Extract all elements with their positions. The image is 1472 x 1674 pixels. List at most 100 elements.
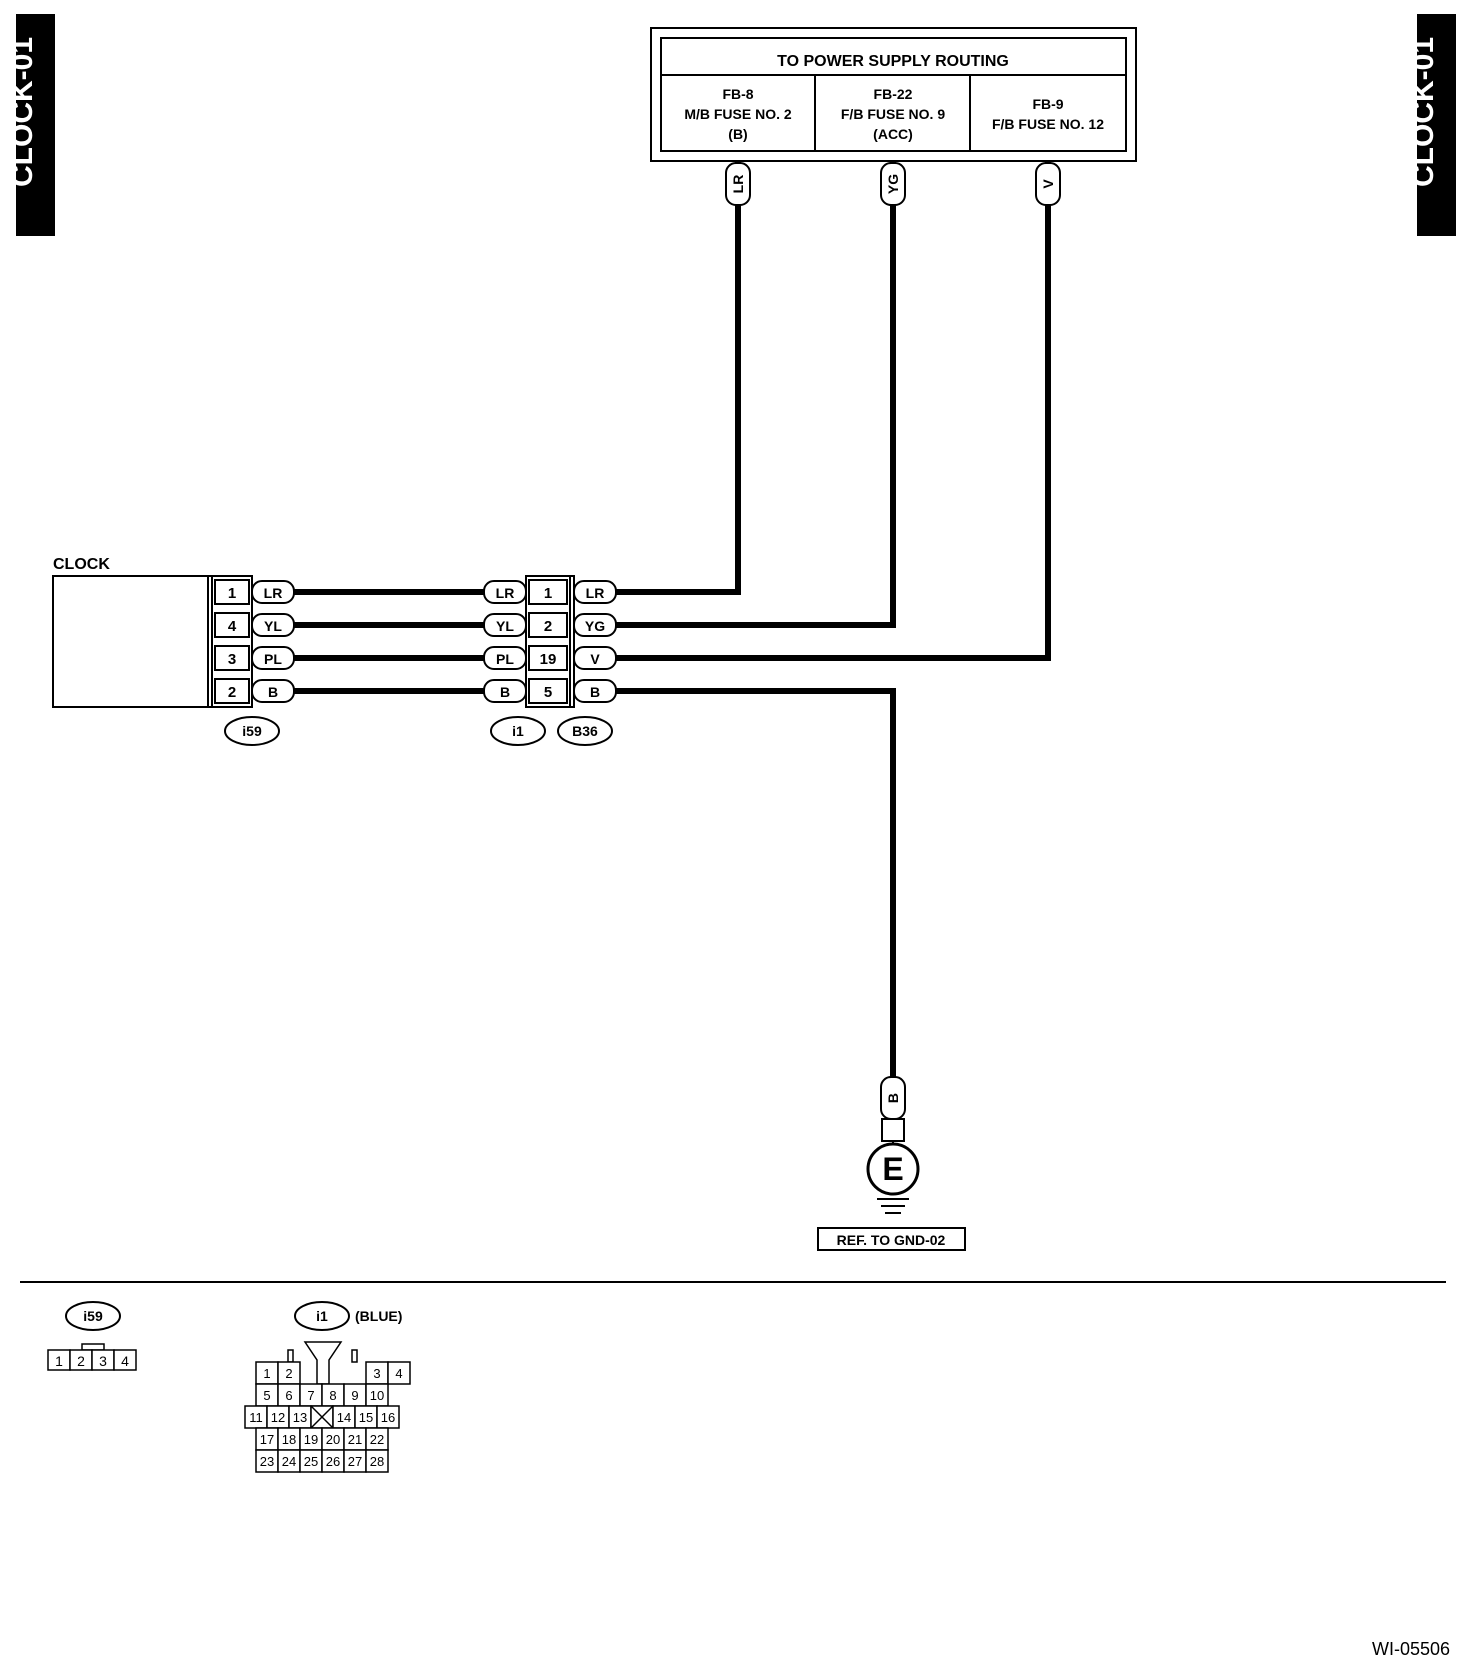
junction-right-tag: B xyxy=(590,684,600,700)
ground-symbol: B E REF. TO GND-02 xyxy=(817,1076,966,1251)
power-wire-tags: LR YG V xyxy=(725,162,1061,206)
power-wires xyxy=(600,161,1051,1085)
fuse-cell-2-line-1: FB-22 xyxy=(874,86,913,102)
ground-symbol-letter: E xyxy=(882,1151,903,1187)
fuse-cell-1-line-3: (B) xyxy=(728,126,747,142)
ground-ref-box xyxy=(817,1227,966,1251)
legend-i1-pin: 19 xyxy=(304,1432,318,1447)
legend-i1-pin: 1 xyxy=(263,1366,270,1381)
connector-i1-badge xyxy=(490,716,546,746)
clock-wire-tag: PL xyxy=(264,651,282,667)
legend-i1-pin: 16 xyxy=(381,1410,395,1425)
wire-v-vertical xyxy=(600,161,1051,661)
clock-wire-tag: LR xyxy=(264,585,283,601)
legend-i1-pin: 7 xyxy=(307,1388,314,1403)
legend-i1-label: i1 xyxy=(316,1308,328,1324)
legend-i1-pin: 4 xyxy=(395,1366,402,1381)
connector-i59-label: i59 xyxy=(242,723,262,739)
junction-left-tags xyxy=(483,580,527,703)
junction-right-tag: V xyxy=(590,651,600,667)
junction-pin: 5 xyxy=(544,684,552,701)
wire-tag-lr xyxy=(725,162,751,206)
wire-b-ground xyxy=(600,688,896,1085)
legend-i1-pin: 2 xyxy=(285,1366,292,1381)
legend-i1-pin: 11 xyxy=(249,1410,263,1425)
legend-i1-pin: 12 xyxy=(271,1410,285,1425)
junction-pin: 19 xyxy=(540,651,557,668)
legend-i1-pin-cell xyxy=(365,1449,389,1473)
wire-tag-v xyxy=(1035,162,1061,206)
legend-i1-color-note: (BLUE) xyxy=(355,1308,402,1324)
legend-i1-badge xyxy=(294,1301,350,1331)
clock-pin: 3 xyxy=(228,651,236,668)
legend-i1-pin: 27 xyxy=(348,1454,362,1469)
legend-i1-pin: 24 xyxy=(282,1454,296,1469)
legend-i1-pin: 18 xyxy=(282,1432,296,1447)
legend-i1-pin: 10 xyxy=(370,1388,384,1403)
clock-pin-cells xyxy=(214,579,250,704)
legend-i1-pin: 9 xyxy=(351,1388,358,1403)
power-supply-title: TO POWER SUPPLY ROUTING xyxy=(777,53,1009,70)
fuse-cell-2-line-2: F/B FUSE NO. 9 xyxy=(841,106,945,122)
fuse-cell-3-line-1: FB-9 xyxy=(1032,96,1063,112)
clock-wires xyxy=(290,589,490,694)
fuse-cell-1-line-2: M/B FUSE NO. 2 xyxy=(684,106,792,122)
clock-wire-tag: YL xyxy=(264,618,282,634)
junction-left-tag: LR xyxy=(496,585,515,601)
legend-i59-badge xyxy=(65,1301,121,1331)
fuse-cell-2-line-3: (ACC) xyxy=(873,126,913,142)
junction-pin-cells xyxy=(528,579,568,704)
clock-pin: 2 xyxy=(228,684,236,701)
figure-id: WI-05506 xyxy=(1372,1639,1450,1659)
connector-b36-label: B36 xyxy=(572,723,598,739)
clock-pin: 4 xyxy=(228,618,237,635)
junction-right-tag: YG xyxy=(585,618,605,634)
legend-i1-pin: 21 xyxy=(348,1432,362,1447)
wire-tag-yg xyxy=(880,162,906,206)
ground-ref-text: REF. TO GND-02 xyxy=(837,1232,946,1248)
legend-i1-pin: 14 xyxy=(337,1410,351,1425)
power-supply-box: TO POWER SUPPLY ROUTING FB-8 M/B FUSE NO… xyxy=(650,27,1137,162)
wire-tag-lr-text: LR xyxy=(730,175,746,194)
junction-connector: LR YL PL B 1 2 19 5 LR YG V B i1 B36 xyxy=(483,575,617,746)
junction-right-tags xyxy=(573,580,617,703)
side-label-left-text: CLOCK-01 xyxy=(6,37,39,187)
legend-i1-pin: 23 xyxy=(260,1454,274,1469)
fuse-cell-3-line-2: F/B FUSE NO. 12 xyxy=(992,116,1104,132)
clock-module: CLOCK 1 4 3 2 LR YL PL B i59 xyxy=(52,556,295,746)
side-label-right: CLOCK-01 xyxy=(1407,14,1456,236)
connector-i1-label: i1 xyxy=(512,723,524,739)
wire-tag-v-text: V xyxy=(1040,179,1056,189)
legend-i1-pin: 22 xyxy=(370,1432,384,1447)
legend-i1-pin: 8 xyxy=(329,1388,336,1403)
legend-i59-label: i59 xyxy=(83,1308,103,1324)
wire-lr-vertical xyxy=(600,161,741,595)
fuse-cell-1-line-1: FB-8 xyxy=(722,86,753,102)
clock-pin: 1 xyxy=(228,585,236,602)
legend-i1-pin: 5 xyxy=(263,1388,270,1403)
ground-wire-tag-text: B xyxy=(885,1093,901,1103)
connector-i59-badge xyxy=(224,716,280,746)
legend-i1-pin: 25 xyxy=(304,1454,318,1469)
junction-left-tag: YL xyxy=(496,618,514,634)
junction-left-tag: B xyxy=(500,684,510,700)
wire-tag-yg-text: YG xyxy=(885,174,901,194)
legend-i1-pin: 15 xyxy=(359,1410,373,1425)
connector-b36-badge xyxy=(557,716,613,746)
legend-i1-blank-pin-cross xyxy=(310,1405,334,1429)
side-label-right-text: CLOCK-01 xyxy=(1407,37,1440,187)
legend-i1-pin: 6 xyxy=(285,1388,292,1403)
clock-label: CLOCK xyxy=(53,556,110,573)
legend-i1-pin: 26 xyxy=(326,1454,340,1469)
clock-wire-tags xyxy=(251,580,295,703)
legend-i59-pin: 1 xyxy=(55,1353,63,1369)
legend-i59-pin: 4 xyxy=(121,1353,129,1369)
legend-i1-pin: 28 xyxy=(370,1454,384,1469)
wire-yg-vertical xyxy=(600,161,896,628)
legend-i1-pin: 13 xyxy=(293,1410,307,1425)
legend-i59-pin: 3 xyxy=(99,1353,107,1369)
legend-i1-pin-cell xyxy=(387,1361,411,1385)
